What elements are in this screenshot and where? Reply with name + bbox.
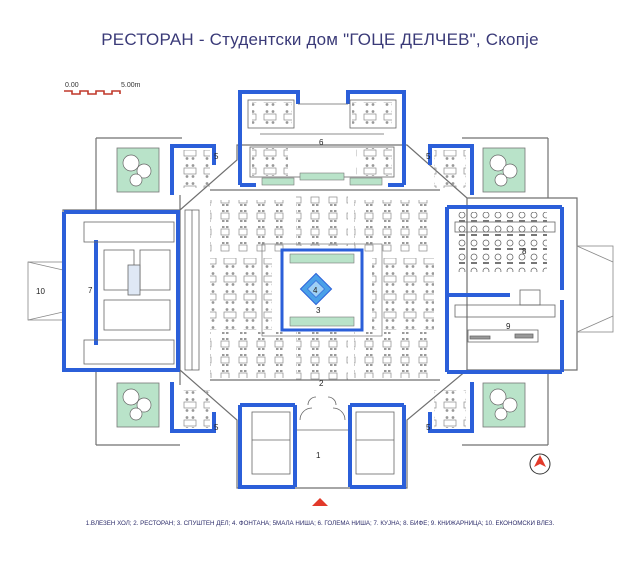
label-kitchen: 7 [88,286,93,295]
label-sunken-part: 3 [316,306,321,315]
label-small-niche-bl: 5 [214,423,219,432]
north-arrow-icon [529,453,551,475]
entrance-arrow-icon [312,498,328,506]
label-restaurant: 2 [319,379,324,388]
label-bookstore: 9 [506,322,511,331]
scale-end-label: 5.00m [121,82,141,89]
green-benches [261,172,383,186]
right-ramp [576,245,614,333]
label-entrance-hall: 1 [316,451,321,460]
label-small-niche-tl: 5 [214,152,219,161]
label-small-niche-tr: 5 [426,152,431,161]
fountain [299,272,333,306]
interior-lines [83,99,556,475]
scale-bar: 0.00 5.00m [64,82,141,95]
label-buffet: 8 [522,247,527,256]
service-entrance [27,261,64,321]
sunken-part [261,243,383,337]
room-labels: 1 2 3 4 5 5 5 5 6 7 8 9 10 [36,138,527,460]
label-fountain: 4 [313,286,318,295]
entrance-doors [299,396,346,421]
legend: 1.ВЛЕЗЕН ХОЛ; 2. РЕСТОРАН; 3. СПУШТЕН ДЕ… [85,520,555,527]
label-large-niche: 6 [319,138,324,147]
plan-title: РЕСТОРАН - Студентски дом "ГОЦЕ ДЕЛЧЕВ",… [101,30,539,49]
walls [62,90,564,489]
label-service-entrance: 10 [36,287,45,296]
scale-start-label: 0.00 [65,82,79,89]
label-small-niche-br: 5 [426,423,431,432]
courtyard-planters [116,147,526,428]
